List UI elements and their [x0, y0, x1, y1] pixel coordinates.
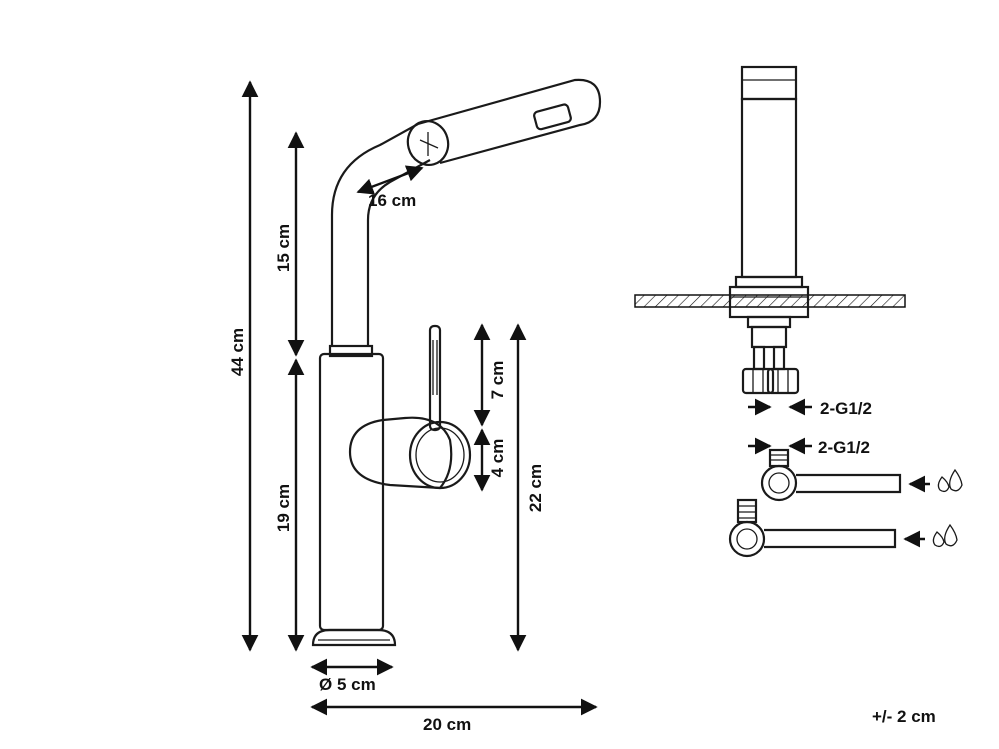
label-spout-height: 15 cm [274, 224, 293, 272]
label-spout-length: 16 cm [368, 191, 416, 210]
label-thread-b: 2-G1/2 [818, 438, 870, 457]
water-drops-icon [937, 468, 963, 493]
label-total-width: 20 cm [423, 715, 471, 734]
label-handle-offset: 4 cm [488, 439, 507, 478]
label-handle-height: 7 cm [488, 361, 507, 400]
label-tolerance: +/- 2 cm [872, 707, 936, 726]
water-drops-icon [932, 523, 958, 548]
label-outlet-height: 22 cm [526, 464, 545, 512]
label-base-diameter: Ø 5 cm [319, 675, 376, 694]
connection-detail-view [634, 65, 930, 558]
label-body-height: 19 cm [274, 484, 293, 532]
label-total-height: 44 cm [228, 328, 247, 376]
dim-spout-length-line [356, 165, 424, 195]
faucet-side-view [311, 78, 602, 647]
dimension-lines [241, 80, 598, 716]
label-thread-a: 2-G1/2 [820, 399, 872, 418]
